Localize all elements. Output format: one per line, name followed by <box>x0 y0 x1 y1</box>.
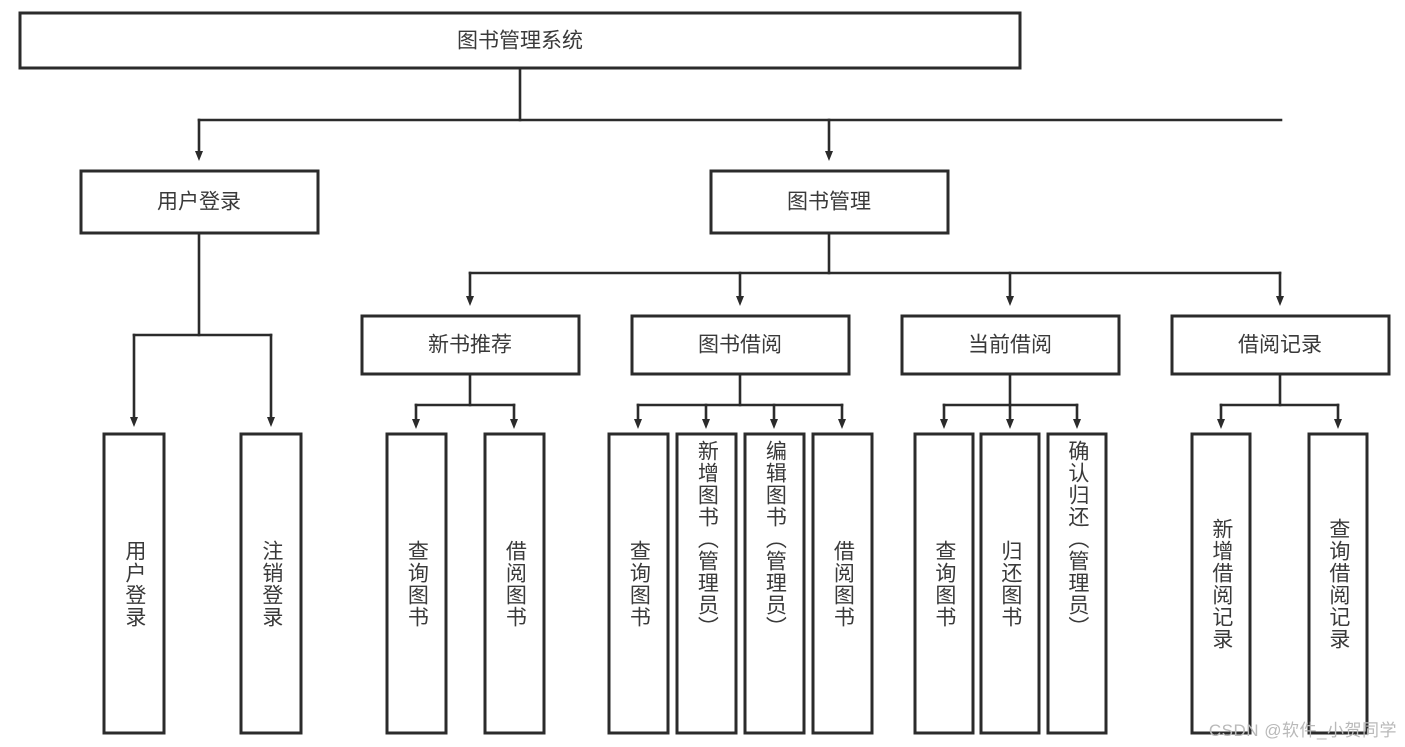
connectors-borrow-record-to-leaves <box>1217 372 1342 429</box>
connectors-user-login-to-leaves <box>130 231 275 427</box>
leaf-box[interactable] <box>102 432 166 735</box>
connectors-new-book-to-leaves <box>412 372 518 429</box>
book-manage-label: 图书管理 <box>787 191 871 214</box>
book-borrow-box[interactable] <box>630 314 851 376</box>
node-book-borrow[interactable]: 图书借阅 <box>630 314 851 376</box>
connectors-root-to-level2 <box>195 66 1283 161</box>
leaf-box[interactable] <box>239 432 303 735</box>
root-box[interactable] <box>18 11 1022 70</box>
leaf-box[interactable] <box>811 432 874 735</box>
connectors-book-manage-to-level3 <box>466 231 1284 306</box>
user-login-label: 用户登录 <box>157 191 241 214</box>
book-borrow-label: 图书借阅 <box>698 334 782 357</box>
user-login-box[interactable] <box>79 169 320 235</box>
leaf-boxes-borrow-record <box>1190 432 1369 735</box>
connectors-book-borrow-to-leaves <box>634 372 846 429</box>
leaf-box[interactable] <box>1307 432 1369 735</box>
leaf-box[interactable] <box>1190 432 1252 735</box>
leaf-boxes-user-login <box>102 432 303 735</box>
leaf-boxes-new-book-recommend <box>385 432 546 735</box>
node-current-borrow[interactable]: 当前借阅 <box>900 314 1121 376</box>
leaf-box[interactable] <box>483 432 546 735</box>
leaf-box[interactable] <box>675 432 738 735</box>
leaf-box[interactable] <box>743 432 806 735</box>
leaf-box[interactable] <box>607 432 670 735</box>
node-user-login[interactable]: 用户登录 <box>79 169 320 235</box>
node-book-manage[interactable]: 图书管理 <box>709 169 950 235</box>
csdn-watermark: CSDN @软件_小贺同学 <box>1208 721 1397 740</box>
current-borrow-box[interactable] <box>900 314 1121 376</box>
borrow-record-box[interactable] <box>1170 314 1391 376</box>
connectors-current-borrow-to-leaves <box>940 372 1081 429</box>
node-root[interactable]: 图书管理系统 <box>18 11 1022 70</box>
current-borrow-label: 当前借阅 <box>968 334 1052 357</box>
leaf-box[interactable] <box>913 432 975 735</box>
new-book-recommend-label: 新书推荐 <box>428 334 512 357</box>
book-manage-box[interactable] <box>709 169 950 235</box>
root-label: 图书管理系统 <box>457 30 583 53</box>
leaf-boxes-current-borrow <box>913 432 1108 735</box>
new-book-recommend-box[interactable] <box>360 314 581 376</box>
node-borrow-record[interactable]: 借阅记录 <box>1170 314 1391 376</box>
leaf-boxes-book-borrow <box>607 432 874 735</box>
leaf-box[interactable] <box>1046 432 1108 735</box>
leaf-box[interactable] <box>385 432 448 735</box>
leaf-box[interactable] <box>979 432 1041 735</box>
borrow-record-label: 借阅记录 <box>1238 334 1322 357</box>
node-new-book-recommend[interactable]: 新书推荐 <box>360 314 581 376</box>
